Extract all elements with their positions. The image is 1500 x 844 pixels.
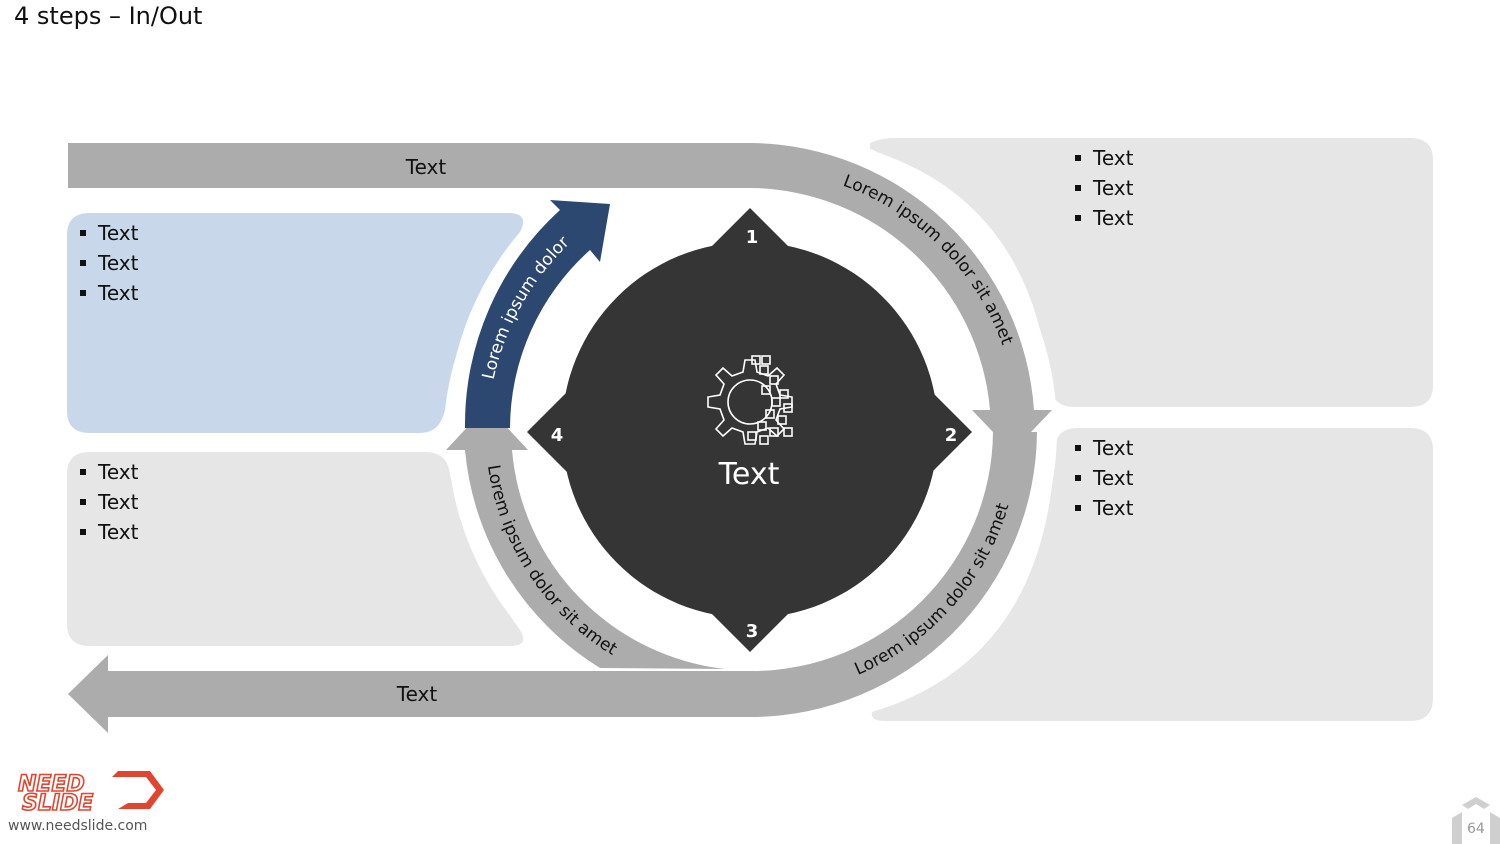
list-item: Text — [78, 248, 138, 278]
center-shape — [527, 208, 972, 652]
list-item: Text — [78, 218, 138, 248]
box-bottom-right — [871, 428, 1433, 721]
top-arrow — [68, 143, 1052, 452]
slide-title: 4 steps – In/Out — [14, 2, 203, 30]
top-arrow-label: Text — [405, 155, 447, 179]
list-item: Text — [1073, 203, 1133, 233]
list-item: Text — [1073, 433, 1133, 463]
box-top-right-list: Text Text Text — [1073, 143, 1133, 233]
blue-arc-arrow — [464, 200, 610, 428]
list-item: Text — [78, 517, 138, 547]
list-item: Text — [1073, 143, 1133, 173]
list-item: Text — [1073, 463, 1133, 493]
left-arc-arrow — [446, 406, 725, 669]
list-item: Text — [1073, 173, 1133, 203]
recycle-arrows-icon — [1452, 797, 1500, 844]
bottom-arrow-label: Text — [396, 682, 438, 706]
box-top-right — [870, 138, 1433, 407]
list-item: Text — [78, 487, 138, 517]
list-item: Text — [78, 457, 138, 487]
list-item: Text — [78, 278, 138, 308]
website-url: www.needslide.com — [8, 818, 148, 834]
gear-pixel-icon — [707, 355, 793, 445]
box-bottom-left-list: Text Text Text — [78, 457, 138, 547]
box-bottom-left — [67, 452, 524, 646]
step-number-1: 1 — [746, 227, 759, 248]
svg-text:SLIDE: SLIDE — [22, 791, 93, 816]
svg-text:NEED: NEED — [18, 772, 85, 797]
center-label: Text — [718, 457, 780, 492]
step-number-2: 2 — [945, 425, 958, 446]
box-bottom-right-list: Text Text Text — [1073, 433, 1133, 523]
page-number: 64 — [1467, 821, 1485, 837]
step-number-3: 3 — [746, 621, 759, 642]
needslide-logo: NEED SLIDE — [17, 771, 164, 817]
box-top-left-list: Text Text Text — [78, 218, 138, 308]
list-item: Text — [1073, 493, 1133, 523]
box-top-left — [67, 213, 524, 433]
bottom-arrow — [68, 432, 1037, 733]
step-number-4: 4 — [551, 425, 564, 446]
